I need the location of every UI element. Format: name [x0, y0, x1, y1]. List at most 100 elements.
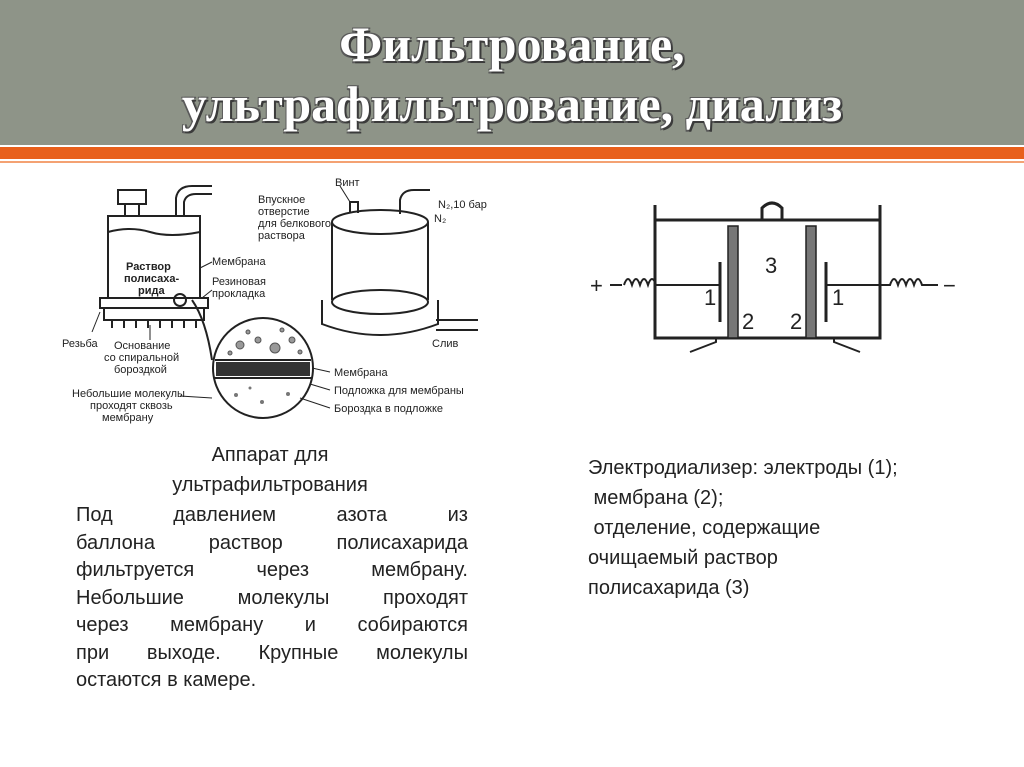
- label-compartment: 3: [765, 253, 777, 278]
- cylinder-gas-tube: [399, 189, 430, 214]
- label-small-3: мембрану: [102, 412, 154, 424]
- label-solution-3: рида: [138, 285, 165, 297]
- label-base-3: бороздкой: [114, 364, 167, 376]
- desc-line-2: баллона раствор полисахарида: [76, 530, 468, 558]
- caption-line-2: ультрафильтрования: [172, 474, 368, 496]
- desc-line-6: при выходе. Крупные молекулы: [76, 640, 468, 668]
- outlet-left: [689, 338, 717, 353]
- base-grooves: [111, 320, 197, 328]
- word: из: [447, 504, 468, 526]
- membrane-plate: [99, 297, 209, 309]
- wire-right: [826, 278, 938, 289]
- word: Небольшие: [76, 586, 184, 609]
- label-thread: Резьба: [62, 338, 99, 350]
- label-n2: N₂: [434, 213, 446, 225]
- title-line-1: Фильтрование,: [339, 16, 685, 72]
- apparatus-description: Под давлением азота из баллона раствор полиса…: [76, 502, 468, 695]
- accent-stripe: [0, 147, 1024, 159]
- word: фильтруется: [76, 559, 195, 581]
- label-inlet-2: отверстие: [258, 206, 310, 218]
- label-small-2: проходят сквозь: [90, 400, 173, 412]
- base-plate: [103, 307, 205, 321]
- label-vint: Винт: [335, 177, 360, 189]
- drain-tube: [436, 319, 478, 331]
- gas-inlet-tube: [175, 185, 212, 216]
- label-pressure: N₂,10 бар: [438, 199, 487, 211]
- caption-line-1: Аппарат для: [211, 444, 329, 466]
- vessel-neck: [124, 203, 140, 217]
- word: полисахарида: [336, 531, 468, 554]
- dialyzer-line-4: очищаемый раствор: [588, 547, 778, 569]
- word: баллона: [76, 531, 155, 554]
- label-groove: Бороздка в подложке: [334, 403, 443, 415]
- label-base-1: Основание: [114, 340, 170, 352]
- label-membrane-2: Мембрана: [334, 367, 388, 379]
- word: собираются: [357, 614, 468, 636]
- word: и: [304, 614, 316, 636]
- word: Под: [76, 504, 113, 526]
- word: мембрану.: [371, 559, 468, 581]
- word: молекулы: [237, 586, 330, 609]
- cylinder-walls: [331, 222, 429, 300]
- accent-stripe-thin: [0, 161, 1024, 163]
- dialyzer-top-knob: [760, 201, 784, 220]
- desc-line-3: фильтруется через мембрану.: [76, 557, 468, 585]
- dialyzer-line-1: Электродиализер: электроды (1);: [588, 457, 898, 479]
- word: при: [76, 641, 110, 664]
- label-minus: −: [943, 273, 956, 298]
- word: давлением: [173, 504, 277, 526]
- dialyzer-line-2: мембрана (2);: [588, 487, 724, 509]
- dialyzer-vessel: [653, 205, 882, 340]
- outlet-tube: [191, 299, 213, 361]
- label-rubber-2: прокладка: [212, 288, 266, 300]
- label-membrane: Мембрана: [212, 256, 266, 268]
- label-small-1: Небольшие молекулы: [72, 388, 185, 400]
- vessel-cap: [117, 189, 147, 205]
- label-support: Подложка для мембраны: [334, 385, 464, 397]
- dialyzer-description: Электродиализер: электроды (1); мембрана…: [588, 453, 1008, 603]
- label-rubber-1: Резиновая: [212, 276, 266, 288]
- dialyzer-line-5: полисахарида (3): [588, 577, 750, 599]
- membrane-right: [805, 225, 817, 339]
- label-base-2: со спиральной: [104, 352, 179, 364]
- desc-line-1: Под давлением азота из: [76, 502, 468, 530]
- label-inlet-1: Впускное: [258, 194, 305, 206]
- word: через: [76, 614, 129, 636]
- word: выходе.: [146, 641, 221, 664]
- slide-title: Фильтрование, ультрафильтрование, диализ: [0, 14, 1024, 134]
- word: Крупные: [258, 641, 339, 664]
- outlet-right: [833, 338, 861, 353]
- label-electrode-left: 1: [704, 285, 716, 310]
- apparatus-caption: Аппарат для ультрафильтрования: [120, 440, 420, 500]
- label-inlet-4: раствора: [258, 230, 306, 242]
- desc-line-7: остаются в камере.: [76, 669, 257, 691]
- desc-line-4: Небольшие молекулы проходят: [76, 585, 468, 613]
- label-drain: Слив: [432, 338, 459, 350]
- dialyzer-line-3: отделение, содержащие: [588, 517, 821, 539]
- label-electrode-right: 1: [832, 285, 844, 310]
- word: мембрану: [170, 614, 264, 636]
- label-solution-1: Раствор: [126, 261, 171, 273]
- cylinder-top: [331, 209, 429, 235]
- electrodialyzer-diagram: + − 1 1 2 2 3: [590, 201, 956, 353]
- cylinder-base: [321, 300, 439, 336]
- word: азота: [336, 504, 388, 526]
- word: через: [256, 559, 310, 581]
- label-solution-2: полисаха-: [124, 273, 179, 285]
- desc-line-5: через мембрану и собираются: [76, 612, 468, 640]
- wire-left: [623, 278, 720, 289]
- word: молекулы: [376, 641, 468, 664]
- outlet-port: [173, 293, 187, 307]
- cylinder-bottom: [331, 289, 429, 315]
- word: проходят: [383, 586, 468, 609]
- label-membrane-left: 2: [742, 309, 754, 334]
- membrane-left: [727, 225, 739, 339]
- label-membrane-right: 2: [790, 309, 802, 334]
- label-plus: +: [590, 273, 603, 298]
- liquid-surface: [107, 228, 201, 236]
- ultrafiltration-apparatus-diagram: Винт Впускное отверстие для белкового ра…: [62, 177, 487, 424]
- gas-inlet-tube-inner: [183, 193, 212, 216]
- magnified-membrane-fill: [216, 362, 310, 376]
- label-inlet-3: для белкового: [258, 218, 331, 230]
- word: раствор: [208, 531, 283, 554]
